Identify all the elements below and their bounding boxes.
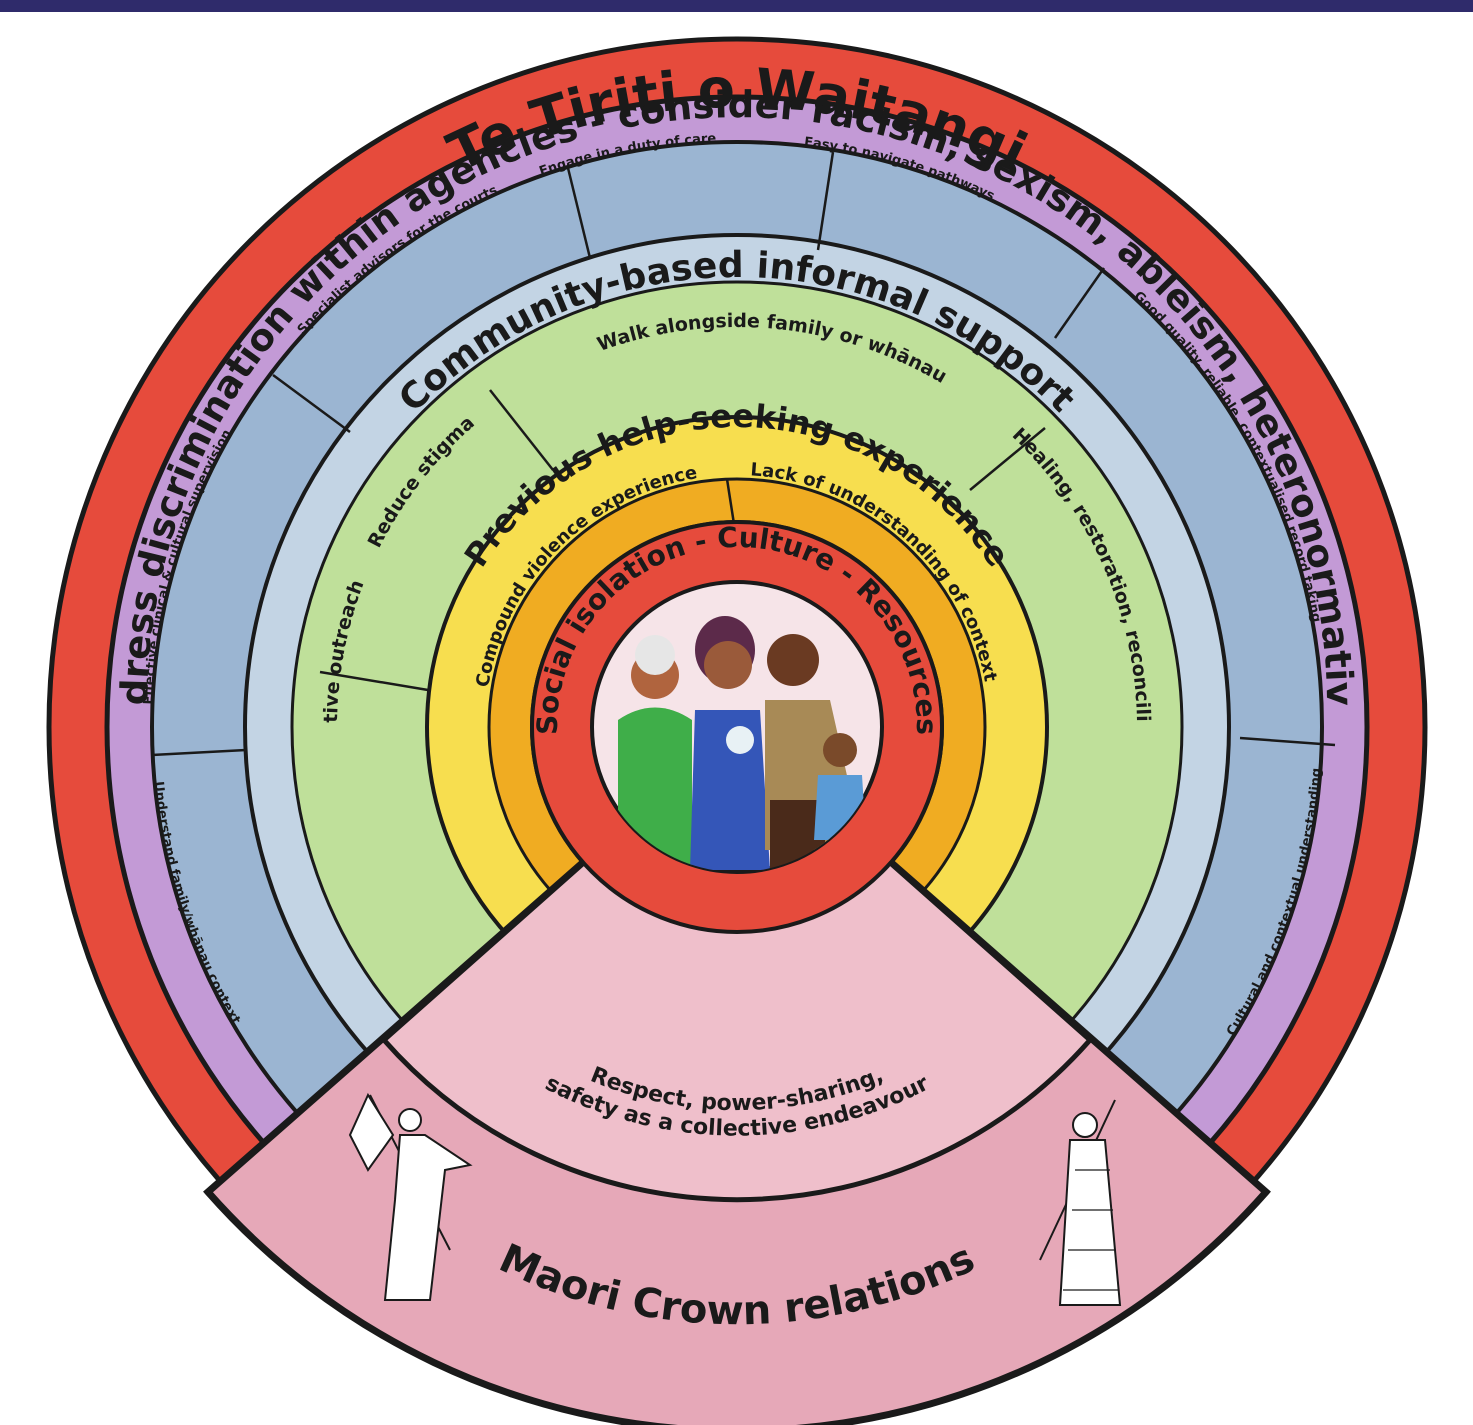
maori-chief-with-taiaha-icon (1039, 1099, 1122, 1306)
help-seeking-divider (725, 478, 736, 525)
agency-dividers (151, 151, 1336, 757)
britannia-with-flag-icon (348, 1092, 473, 1301)
wedge-inner (380, 723, 1094, 1203)
community-dividers (319, 389, 1046, 692)
header-bar (0, 0, 1473, 12)
